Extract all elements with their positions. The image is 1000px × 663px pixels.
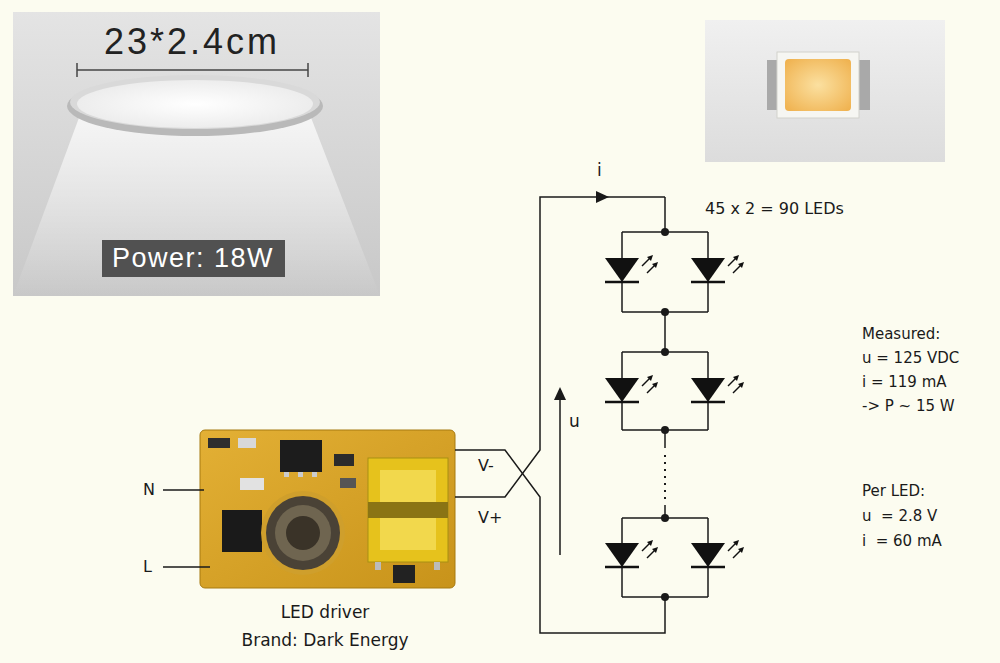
- current-symbol-holder: i: [597, 160, 602, 181]
- junction-dot: [661, 348, 669, 356]
- capacitor: [286, 516, 320, 550]
- photo-ground: [705, 20, 945, 162]
- smd-part: [238, 438, 256, 448]
- note-line-holder: -> P ~ 15 W: [862, 397, 955, 416]
- power-badge: Power: 18W: [102, 240, 285, 277]
- terminal-name: N: [143, 480, 155, 500]
- led-pair-wire: [622, 352, 708, 430]
- note-heading-holder: Per LED:: [862, 482, 925, 501]
- led-symbol: [605, 375, 658, 402]
- power-text: Power: 18W: [112, 243, 274, 274]
- dimension-tick: [76, 63, 78, 77]
- wire: [664, 197, 666, 518]
- smd-part: [208, 438, 230, 448]
- lamp-rim: [67, 76, 323, 136]
- dimension-text: 23*2.4cm: [104, 22, 280, 62]
- led-pair-wire: [622, 518, 708, 597]
- led-symbol: [605, 255, 658, 282]
- lamp-photo-panel: 23*2.4cmPower: 18W: [13, 12, 380, 296]
- ic-pin: [312, 472, 317, 477]
- dimension-tick: [307, 63, 309, 77]
- voltage-symbol-holder: u: [569, 411, 580, 432]
- lamp-photo: [13, 12, 380, 296]
- photo-ground: [13, 12, 380, 296]
- terminal-name: V-: [478, 456, 494, 476]
- lamp-face: [77, 80, 313, 128]
- note-line-holder: u = 2.8 V: [862, 507, 937, 526]
- junction-dot: [661, 593, 669, 601]
- note-line: i = 60 mA: [862, 532, 942, 551]
- note-line: u = 125 VDC: [862, 349, 959, 368]
- led-phosphor: [785, 59, 851, 111]
- led-symbol: [691, 375, 744, 402]
- led-count-note: 45 x 2 = 90 LEDs: [705, 199, 844, 219]
- junction-dots: [661, 228, 669, 601]
- led-photo: [705, 20, 945, 162]
- led-count-note-holder: 45 x 2 = 90 LEDs: [705, 199, 844, 219]
- smd-part: [340, 478, 356, 488]
- current-arrow-head: [596, 191, 609, 203]
- led-symbol: [691, 540, 744, 567]
- led-pair-wire: [622, 232, 708, 312]
- note-line: -> P ~ 15 W: [862, 397, 955, 416]
- driver-board-photo: LED driverBrand: Dark Energy: [190, 428, 460, 654]
- capacitor: [266, 496, 340, 570]
- note-line: i = 119 mA: [862, 373, 947, 392]
- driver-board: [200, 430, 455, 588]
- lamp-rim: [70, 75, 320, 129]
- light-beam: [13, 115, 380, 296]
- junction-dot: [661, 514, 669, 522]
- wire: [163, 566, 210, 568]
- ic-chip: [280, 440, 322, 472]
- terminal-name-holder: L: [143, 557, 152, 577]
- note-line-holder: i = 119 mA: [862, 373, 947, 392]
- note-heading-holder: Measured:: [862, 325, 940, 344]
- ic-pin: [298, 472, 303, 477]
- terminal-name-holder: N: [143, 480, 155, 500]
- transformer-pin: [434, 562, 440, 570]
- ic-pin: [284, 472, 289, 477]
- terminal-name-holder: V-: [478, 456, 494, 476]
- note-heading: Measured:: [862, 325, 940, 344]
- terminal-name-holder: V+: [478, 508, 502, 528]
- caption: Brand: Dark Energy: [241, 626, 408, 654]
- note-heading: Per LED:: [862, 482, 925, 501]
- terminal-name: V+: [478, 508, 502, 528]
- transformer-core: [368, 502, 448, 518]
- current-symbol: i: [597, 160, 602, 181]
- caption: LED driver: [281, 598, 370, 626]
- led-body: [777, 52, 859, 118]
- led-symbol: [605, 540, 658, 567]
- voltage-arrow: [559, 398, 561, 555]
- capacitor: [261, 491, 345, 575]
- voltage-arrow-head: [554, 387, 566, 400]
- pcb: [200, 430, 455, 588]
- smd-part: [393, 565, 415, 583]
- junction-dot: [661, 426, 669, 434]
- smd-part: [334, 454, 354, 466]
- terminal-name: L: [143, 557, 152, 577]
- note-line-holder: i = 60 mA: [862, 532, 942, 551]
- dotted-wire: [664, 455, 666, 500]
- led-symbol: [691, 255, 744, 282]
- junction-dot: [661, 308, 669, 316]
- wire: [163, 489, 204, 491]
- transformer: [368, 458, 448, 562]
- transistor: [222, 510, 262, 552]
- voltage-symbol: u: [569, 411, 580, 432]
- dimension-line: [77, 69, 308, 71]
- note-line: u = 2.8 V: [862, 507, 937, 526]
- transformer-pin: [375, 562, 381, 570]
- capacitor: [275, 505, 331, 561]
- note-line-holder: u = 125 VDC: [862, 349, 959, 368]
- smd-part: [240, 478, 264, 490]
- junction-dot: [661, 228, 669, 236]
